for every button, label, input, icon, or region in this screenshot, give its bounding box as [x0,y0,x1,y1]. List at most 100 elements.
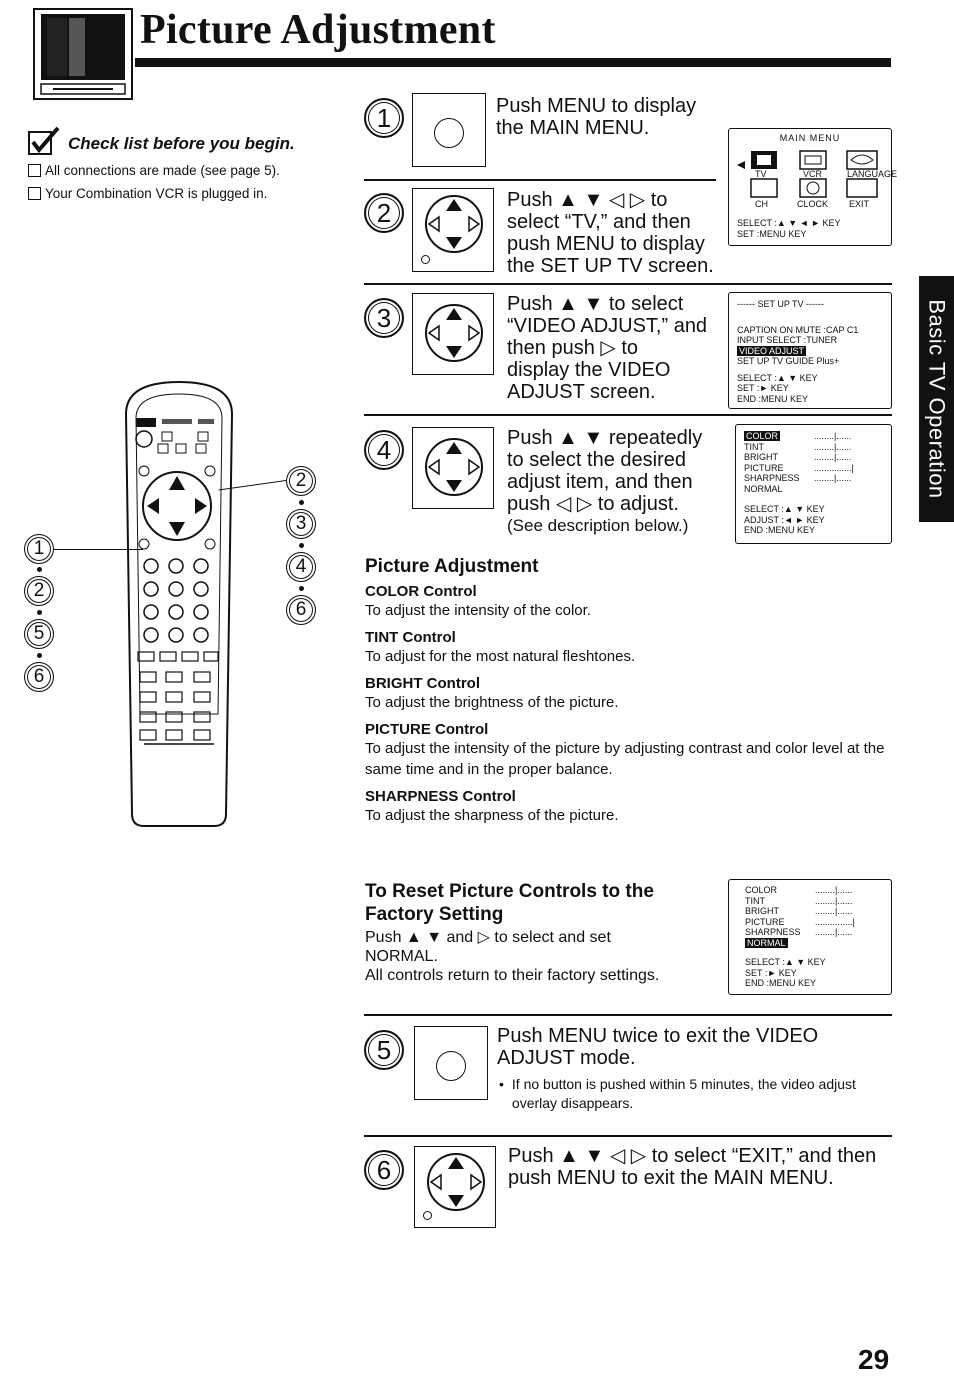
remote-callout-num: 2 [286,466,316,496]
step-4-note: (See description below.) [507,516,689,535]
osd-row: TINT........|...... [745,895,853,906]
checklist-item-text: All connections are made (see page 5). [45,163,280,178]
remote-callout-num: 5 [24,619,54,649]
callout-dot [37,610,42,615]
menu-label-tv: TV [755,169,767,179]
menu-button-icon [436,1051,466,1081]
remote-callout-num: 3 [286,509,316,539]
control-name: SHARPNESS Control [365,788,516,805]
control-desc: To adjust the intensity of the picture b… [365,740,885,778]
section-side-tab: Basic TV Operation [919,276,954,522]
osd-row: BRIGHT........|...... [744,452,852,462]
osd-row: BRIGHT........|...... [745,906,853,916]
checkbox-icon [28,164,41,177]
control-name: COLOR Control [365,583,477,600]
control-name: PICTURE Control [365,721,489,738]
step-3-text: Push ▲ ▼ to select “VIDEO ADJUST,” and t… [507,293,708,403]
page-number: 29 [858,1344,890,1375]
reset-instructions: Push ▲ ▼ and ▷ to select and set NORMAL.… [365,929,660,984]
screen-row: SET UP TV GUIDE Plus+ [737,356,840,366]
step-4-text: Push ▲ ▼ repeatedly to select the desire… [507,427,703,515]
dpad-icon [427,1153,485,1211]
dpad-illustration [412,427,494,509]
screen-footer: SELECT :▲ ▼ ◄ ► KEY SET :MENU KEY [737,218,841,239]
remote-control-illustration [114,374,244,839]
checkbox-icon [28,187,41,200]
dpad-illustration [412,293,494,375]
callout-line [53,549,143,550]
step-5-text: Push MENU twice to exit the VIDEO ADJUST… [497,1025,819,1069]
screen-title: ------ SET UP TV ------ [737,299,824,309]
osd-row: SHARPNESS........|...... [745,927,853,937]
step-number: 4 [364,430,404,470]
remote-callout-num: 6 [24,662,54,692]
step-5-note: • If no button is pushed within 5 minute… [499,1076,856,1111]
callout-dot [37,653,42,658]
menu-label-vcr: VCR [803,169,823,179]
step-number: 3 [364,298,404,338]
remote-callout-num: 2 [24,576,54,606]
osd-row: TINT........|...... [744,441,852,452]
small-button-icon [421,255,430,264]
step-number: 5 [364,1030,404,1070]
callout-dot [299,543,304,548]
reset-screen: COLOR........|...... TINT........|......… [728,879,892,995]
controls-list: COLOR Control To adjust the intensity of… [365,583,895,826]
remote-callout-num: 1 [24,534,54,564]
menu-button-icon [434,118,464,148]
menu-button-illustration [414,1026,488,1100]
control-desc: To adjust the sharpness of the picture. [365,807,619,824]
control-name: BRIGHT Control [365,675,480,692]
step-separator [364,179,716,181]
step-2-text: Push ▲ ▼ ◁ ▷ to select “TV,” and then pu… [507,189,714,277]
menu-button-illustration [412,93,486,167]
dpad-illustration [414,1146,496,1228]
step-number: 2 [364,193,404,233]
osd-row: SHARPNESS........|...... [744,473,852,483]
step-separator [364,283,892,285]
osd-row: PICTURE...............| [744,462,854,473]
menu-label-exit: EXIT [849,199,870,209]
dpad-icon [425,195,483,253]
reset-section-title: To Reset Picture Controls to the Factory… [365,881,654,925]
checkmark-icon [28,126,64,161]
screen-row: CAPTION ON MUTE :CAP C1 [737,324,859,335]
title-rule [135,58,891,67]
callout-dot [299,500,304,505]
control-desc: To adjust the intensity of the color. [365,602,591,619]
video-adjust-screen: COLOR........|...... TINT........|......… [735,424,892,544]
checklist-item: Your Combination VCR is plugged in. [28,186,267,201]
checklist-title: Check list before you begin. [68,134,295,153]
control-desc: To adjust for the most natural fleshtone… [365,648,636,665]
step-separator [364,414,892,416]
osd-row: NORMAL [745,937,788,948]
menu-label-clock: CLOCK [797,199,829,209]
main-menu-screen: MAIN MENU TV VCR LANGUAGE CH CLOCK EXIT … [728,128,897,246]
small-button-icon [423,1211,432,1220]
step-number: 1 [364,98,404,138]
page-title: Picture Adjustment [140,7,496,53]
screen-title: MAIN MENU [779,133,841,143]
screen-row: INPUT SELECT :TUNER [737,335,838,345]
section-title: Picture Adjustment [365,556,539,577]
menu-label-language: LANGUAGE [847,169,898,179]
dpad-icon [425,304,483,362]
step-1-text: Push MENU to display the MAIN MENU. [496,95,697,139]
dpad-icon [425,438,483,496]
callout-dot [299,586,304,591]
remote-callout-num: 4 [286,552,316,582]
step-separator [364,1014,892,1016]
control-name: TINT Control [365,629,456,646]
tv-vcr-icon [33,8,135,107]
step-number: 6 [364,1150,404,1190]
remote-callout-num: 6 [286,595,316,625]
step-separator [364,1135,892,1137]
osd-row: COLOR........|...... [745,885,853,895]
step-6-text: Push ▲ ▼ ◁ ▷ to select “EXIT,” and then … [508,1145,877,1189]
menu-label-ch: CH [755,199,768,209]
checklist-item-text: Your Combination VCR is plugged in. [45,186,268,201]
osd-row: NORMAL [744,483,783,494]
dpad-illustration [412,188,494,272]
control-desc: To adjust the brightness of the picture. [365,694,619,711]
checklist-item: All connections are made (see page 5). [28,163,280,178]
